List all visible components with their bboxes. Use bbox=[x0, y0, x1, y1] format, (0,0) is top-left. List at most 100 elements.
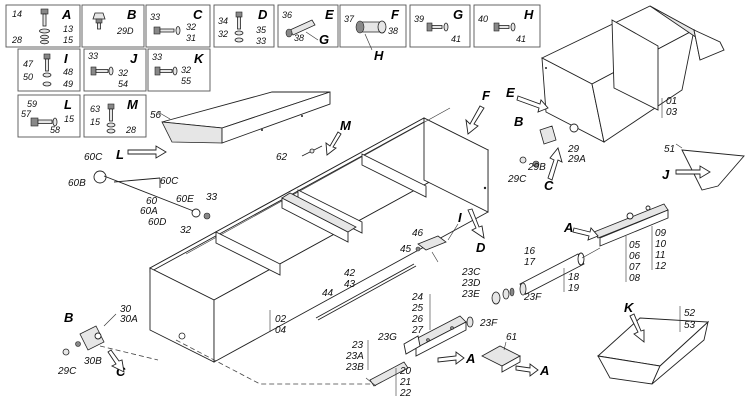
callout-label: 60C bbox=[160, 176, 179, 187]
part-number: 32 bbox=[186, 22, 196, 32]
plate-51: 51 J bbox=[662, 143, 745, 191]
detail-key: H bbox=[524, 7, 534, 22]
bracket-45-46: 46 45 bbox=[400, 228, 447, 263]
detail-key: F bbox=[391, 7, 400, 22]
bolt-icon bbox=[426, 22, 449, 32]
callout-label: 23A bbox=[345, 351, 364, 362]
bolt-icon bbox=[154, 66, 178, 76]
callout-label: 09 bbox=[655, 228, 667, 239]
part-number: 32 bbox=[218, 29, 228, 39]
part-number: 34 bbox=[218, 16, 228, 26]
part-number: 15 bbox=[64, 114, 75, 124]
callout-label: 23E bbox=[461, 289, 480, 300]
hopper: 01 03 bbox=[540, 5, 725, 143]
callout-label: 21 bbox=[399, 377, 411, 388]
callout-label: 30B bbox=[84, 356, 102, 367]
callout-label: 42 bbox=[344, 268, 356, 279]
callout-label: 30A bbox=[120, 314, 138, 325]
callout-label: 23D bbox=[461, 278, 480, 289]
callout-label: 30 bbox=[120, 304, 132, 315]
callout-label: 17 bbox=[524, 257, 536, 268]
detail-box-m: M 63 15 28 bbox=[83, 94, 147, 138]
axle-lower: 23G 23 23A 23B 20 21 22 bbox=[345, 332, 421, 399]
callout-key: D bbox=[476, 240, 486, 255]
callout-label: 33 bbox=[206, 192, 218, 203]
callout-label: 22 bbox=[399, 388, 412, 399]
callout-label: 61 bbox=[506, 332, 517, 343]
callout-key: I bbox=[458, 210, 462, 225]
bolt-icon bbox=[234, 11, 244, 43]
callout-label: 29B bbox=[527, 162, 546, 173]
callout-label: 60 bbox=[146, 196, 158, 207]
callout-label: 23C bbox=[461, 267, 481, 278]
detail-box-a: A 14 13 28 15 bbox=[5, 4, 81, 48]
coupler-parts: 23C 23D 23E 23F 23F bbox=[461, 267, 542, 329]
callout-label: 04 bbox=[275, 325, 287, 336]
detail-key: G bbox=[453, 7, 463, 22]
detail-key: E bbox=[325, 7, 334, 22]
detail-key: C bbox=[193, 7, 203, 22]
callout-label: 29 bbox=[567, 144, 580, 155]
callout-label: 27 bbox=[411, 325, 424, 336]
callout-label: 07 bbox=[629, 262, 641, 273]
detail-box-j: J 33 32 54 bbox=[83, 48, 147, 92]
callout-label: 60A bbox=[140, 206, 158, 217]
detail-key: H bbox=[374, 48, 384, 63]
callout-label: 02 bbox=[275, 314, 287, 325]
handle-assembly-60: 60C 60B 60C 60 60A 60E 33 60D 32 bbox=[68, 152, 218, 236]
part-number: 49 bbox=[63, 79, 73, 89]
callout-label: 24 bbox=[411, 292, 424, 303]
detail-box-h: H 40 41 bbox=[473, 4, 541, 48]
tube-assembly: 16 17 18 19 bbox=[519, 246, 601, 296]
bolt-icon bbox=[106, 103, 116, 134]
callout-label: 60E bbox=[176, 194, 194, 205]
callout-label: 20 bbox=[399, 366, 412, 377]
callout-key: F bbox=[482, 88, 491, 103]
detail-key: M bbox=[127, 97, 139, 112]
callout-label: 01 bbox=[666, 96, 677, 107]
part-number: 40 bbox=[478, 14, 488, 24]
part-number: 33 bbox=[256, 36, 266, 46]
part-number: 38 bbox=[388, 26, 398, 36]
callout-label: 18 bbox=[568, 272, 580, 283]
detail-key: K bbox=[194, 51, 205, 66]
chute-k: K 52 53 bbox=[597, 300, 710, 385]
part-number: 63 bbox=[90, 104, 100, 114]
bolt-icon bbox=[493, 22, 516, 32]
detail-box-l: L 59 57 15 58 bbox=[17, 94, 81, 138]
part-number: 41 bbox=[516, 34, 526, 44]
callout-label: 08 bbox=[629, 273, 641, 284]
callout-label: 60C bbox=[84, 152, 103, 163]
part-number: 31 bbox=[186, 33, 196, 43]
callout-label: 23G bbox=[377, 332, 397, 343]
bolt-icon bbox=[42, 53, 52, 87]
callout-label: 19 bbox=[568, 283, 580, 294]
part-number: 50 bbox=[23, 72, 33, 82]
part-number: 15 bbox=[63, 35, 74, 45]
part-number: 37 bbox=[344, 14, 355, 24]
part-number: 57 bbox=[21, 109, 32, 119]
callout-key: A bbox=[563, 220, 573, 235]
callout-label: 56 bbox=[150, 110, 162, 121]
callout-label: 10 bbox=[655, 239, 667, 250]
bolt-icon bbox=[39, 8, 50, 45]
detail-key: D bbox=[258, 7, 268, 22]
bracket-24-27: 24 25 26 27 A bbox=[409, 292, 475, 366]
detail-box-i: I 47 48 50 49 bbox=[17, 48, 81, 92]
detail-key: A bbox=[61, 7, 71, 22]
bracket-61: 61 A bbox=[481, 332, 549, 378]
part-number: 48 bbox=[63, 67, 73, 77]
callout-key: B bbox=[64, 310, 73, 325]
callout-label: 45 bbox=[400, 244, 412, 255]
callout-label: 23F bbox=[479, 318, 498, 329]
detail-box-k: K 33 32 55 bbox=[147, 48, 211, 92]
part-number: 47 bbox=[23, 59, 34, 69]
callout-label: 60D bbox=[148, 217, 166, 228]
callout-label: 05 bbox=[629, 240, 641, 251]
arrow-l: L bbox=[116, 145, 167, 162]
callout-label: 52 bbox=[684, 308, 696, 319]
part-number: 13 bbox=[63, 24, 73, 34]
part-number: 59 bbox=[27, 99, 37, 109]
pin-icon bbox=[285, 19, 319, 41]
callout-label: 12 bbox=[655, 261, 667, 272]
